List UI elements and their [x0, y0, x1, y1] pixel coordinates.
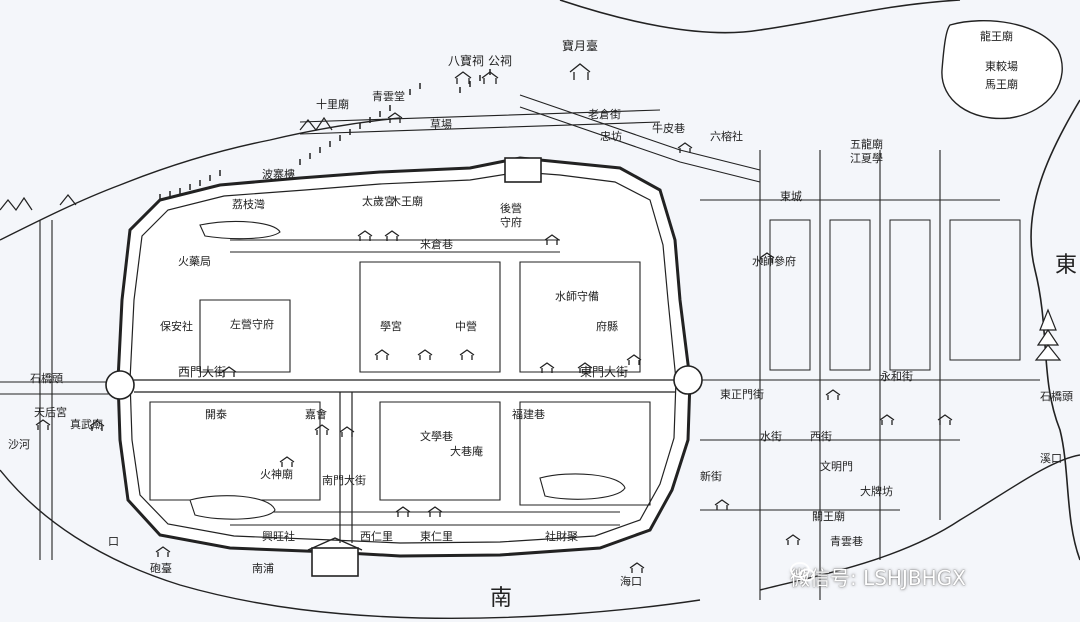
city-wall-inner — [129, 171, 677, 544]
west-suburb-road — [0, 220, 118, 560]
label-liuxiang: 六榕社 — [710, 129, 743, 143]
label-wulong: 五龍廟 — [850, 137, 883, 151]
label-shili: 十里廟 — [316, 97, 349, 111]
label-xijie: 西街 — [810, 429, 832, 443]
label-fuxian: 府縣 — [596, 319, 618, 333]
watermark-text: 微信号: LSHJBHGX — [790, 566, 966, 590]
north-gate-tower — [504, 157, 542, 183]
label-niupi: 牛皮巷 — [652, 121, 685, 135]
label-east-big-street: 東門大街 — [580, 365, 628, 379]
label-xinjie: 新街 — [700, 469, 722, 483]
label-huogong: 火神廟 — [260, 467, 293, 481]
label-nanpu: 南浦 — [252, 562, 274, 575]
label-jiangxia: 江夏學 — [850, 152, 883, 165]
label-matou: 馬王廟 — [985, 77, 1018, 91]
ren-street — [230, 511, 620, 526]
label-kaitai: 開泰 — [205, 407, 227, 421]
label-qingyun: 青雲堂 — [372, 90, 405, 103]
east-suburb-blocks — [769, 219, 1021, 371]
label-shuishi: 水師參府 — [752, 254, 796, 268]
building-icons — [35, 63, 953, 573]
east-gate-tower — [673, 365, 703, 395]
label-ji-west: 興旺社 — [262, 529, 295, 543]
label-gong: 公祠 — [488, 54, 512, 68]
label-xuegong: 學宮 — [380, 319, 402, 333]
river-north-bank — [559, 0, 961, 34]
label-stone-bridge-east: 石橋頭 — [1040, 389, 1073, 403]
s-block — [379, 401, 501, 501]
river-south-bank — [0, 469, 701, 620]
label-stone-street: 東城 — [780, 190, 802, 203]
label-zhongying: 中營 — [455, 320, 477, 333]
pond-west — [189, 495, 276, 520]
sw-block — [149, 401, 321, 501]
label-zhengdong: 東正門街 — [720, 387, 764, 401]
pond-east — [539, 473, 626, 500]
northern-road — [299, 109, 661, 135]
label-qingyunxiang: 青雲巷 — [830, 535, 863, 548]
pond-north — [199, 220, 281, 240]
label-shuijie: 水街 — [760, 429, 782, 443]
label-kou: 口 — [108, 535, 119, 548]
label-taisui: 太歲宮 — [362, 194, 395, 208]
east-block — [519, 261, 641, 373]
city-wall-outer — [116, 156, 692, 558]
lagoon-northeast — [941, 20, 1063, 120]
label-muwang: 木王廟 — [390, 194, 423, 208]
label-tianhou: 天后宮 — [34, 405, 67, 419]
mountain-icons — [0, 116, 333, 212]
label-yonghe: 永和街 — [880, 369, 913, 383]
label-baoyue: 寶月臺 — [562, 38, 598, 53]
south-main-street — [339, 392, 353, 543]
label-xikou: 溪口 — [1040, 452, 1062, 465]
label-caodi: 草場 — [430, 118, 452, 131]
label-dongxiao: 東較場 — [985, 59, 1018, 73]
label-lizhi: 荔枝灣 — [232, 197, 265, 211]
label-south-big-street: 南門大街 — [322, 473, 366, 487]
pagoda-east — [1034, 308, 1062, 361]
label-guanwang: 關王廟 — [812, 509, 845, 523]
label-zhongfang: 忠坊 — [600, 129, 622, 143]
central-block — [359, 261, 501, 373]
north-lane — [230, 239, 560, 253]
watermark: 微信号: LSHJBHGX — [790, 562, 966, 591]
wechat-icon — [790, 562, 815, 582]
compass-east: 東 — [1055, 253, 1077, 278]
label-dalou: 大牌坊 — [860, 484, 893, 498]
label-xiang-lane: 大巷庵 — [450, 444, 483, 458]
compass-south: 南 — [490, 586, 512, 611]
label-houjia: 後營 — [500, 201, 522, 215]
label-ren-west: 西仁里 — [360, 530, 393, 543]
label-north-inner-street: 米倉巷 — [420, 237, 453, 251]
label-ren-east: 東仁里 — [420, 530, 453, 543]
label-ji-east: 社財聚 — [545, 529, 578, 543]
label-bozhai: 波寨樓 — [262, 167, 295, 181]
label-west-big-street: 西門大街 — [178, 365, 226, 379]
se-block — [519, 401, 651, 506]
label-haikou: 海口 — [620, 574, 642, 588]
label-shahe: 沙河 — [8, 438, 30, 451]
label-shuishouyi: 水師守備 — [555, 289, 599, 303]
label-huoyao: 火藥局 — [178, 255, 211, 268]
label-wen-lane: 文學巷 — [420, 429, 453, 443]
label-laocang: 老倉街 — [588, 107, 621, 121]
label-fuxin: 福建巷 — [512, 407, 545, 421]
label-longwang: 龍王廟 — [980, 29, 1013, 43]
label-paotai: 砲臺 — [150, 561, 172, 575]
label-zhenwu: 真武廟 — [70, 417, 103, 431]
label-jiahui: 嘉會 — [305, 407, 327, 421]
label-wending: 文明門 — [820, 459, 853, 473]
label-zuoying: 左營守府 — [230, 317, 274, 331]
label-stone-bridge-west: 石橋頭 — [30, 371, 63, 385]
river-west-bank — [0, 117, 401, 241]
west-gate-tower — [105, 370, 135, 400]
east-suburb-streets — [700, 150, 1040, 600]
label-shouxian: 守府 — [500, 215, 522, 229]
south-gate-tower — [307, 537, 363, 577]
label-baoan: 保安社 — [160, 319, 193, 333]
west-block — [199, 299, 291, 373]
label-bapiao: 八寶祠 — [448, 53, 484, 68]
